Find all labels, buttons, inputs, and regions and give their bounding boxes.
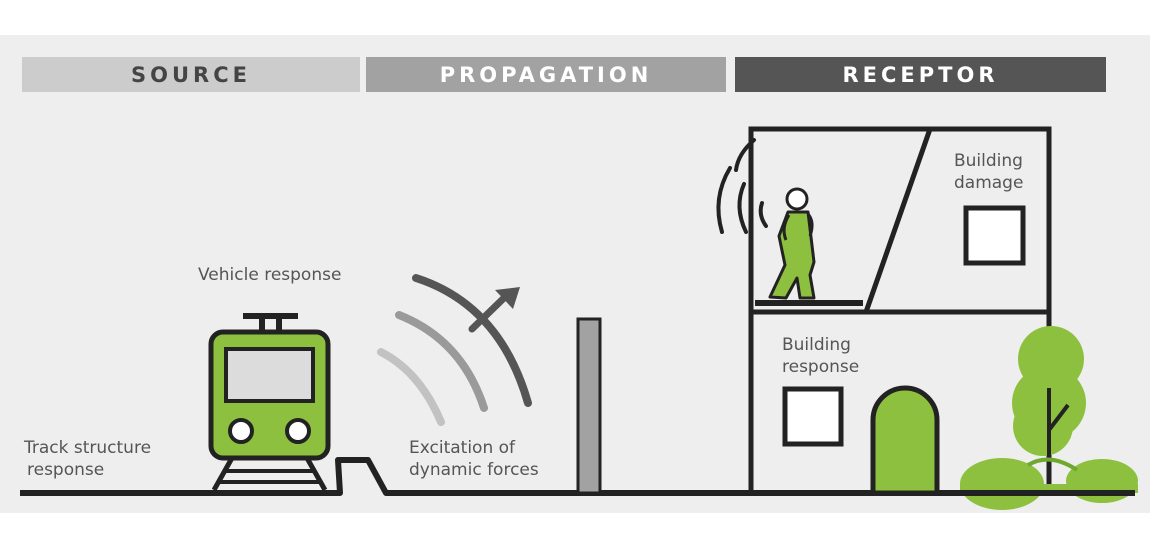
barrier-icon bbox=[576, 317, 602, 495]
arrow-icon bbox=[468, 287, 520, 333]
person-icon bbox=[768, 187, 816, 300]
vehicle-response-label: Vehicle response bbox=[198, 265, 342, 285]
building-icon bbox=[748, 126, 1052, 496]
sound-waves-icon bbox=[716, 138, 768, 234]
diagram-background bbox=[0, 35, 1150, 513]
tree-icon bbox=[1012, 326, 1086, 492]
source-header: SOURCE bbox=[22, 57, 360, 92]
floor-slab bbox=[755, 300, 863, 306]
excitation-label: Excitation of dynamic forces bbox=[409, 438, 539, 480]
train-icon bbox=[208, 313, 331, 492]
vibration-waves-icon bbox=[377, 274, 532, 426]
building-damage-label: Building damage bbox=[954, 151, 1024, 193]
propagation-header: PROPAGATION bbox=[366, 57, 726, 92]
receptor-header: RECEPTOR bbox=[735, 57, 1106, 92]
building-response-label: Building response bbox=[782, 335, 860, 377]
track-response-label: Track structure response bbox=[24, 438, 152, 480]
ground-line bbox=[20, 457, 1135, 496]
